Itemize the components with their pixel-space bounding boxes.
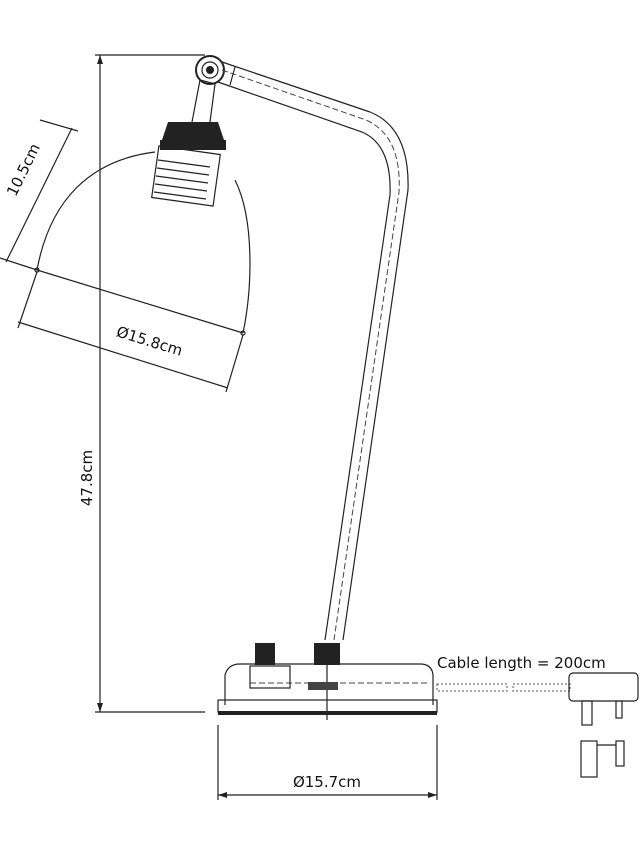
base-diameter-label: Ø15.7cm <box>293 773 361 791</box>
base-diameter-dimension: Ø15.7cm <box>217 725 438 800</box>
shade-diameter-label: Ø15.8cm <box>114 323 184 360</box>
shade-diameter-dimension: Ø15.8cm <box>17 271 244 393</box>
shade-height-label: 10.5cm <box>3 141 44 199</box>
height-label: 47.8cm <box>78 450 96 506</box>
height-dimension: 47.8cm <box>78 54 205 713</box>
cable-and-plug: Cable length = 200cm <box>436 654 639 778</box>
arm-joint <box>195 55 225 85</box>
lamp-base <box>217 643 438 720</box>
cable-length-label: Cable length = 200cm <box>437 654 606 672</box>
lamp-arm <box>217 61 409 641</box>
lamp-shade <box>34 151 251 336</box>
shade-height-dimension: 10.5cm <box>0 119 79 271</box>
lamp-socket <box>151 79 226 207</box>
